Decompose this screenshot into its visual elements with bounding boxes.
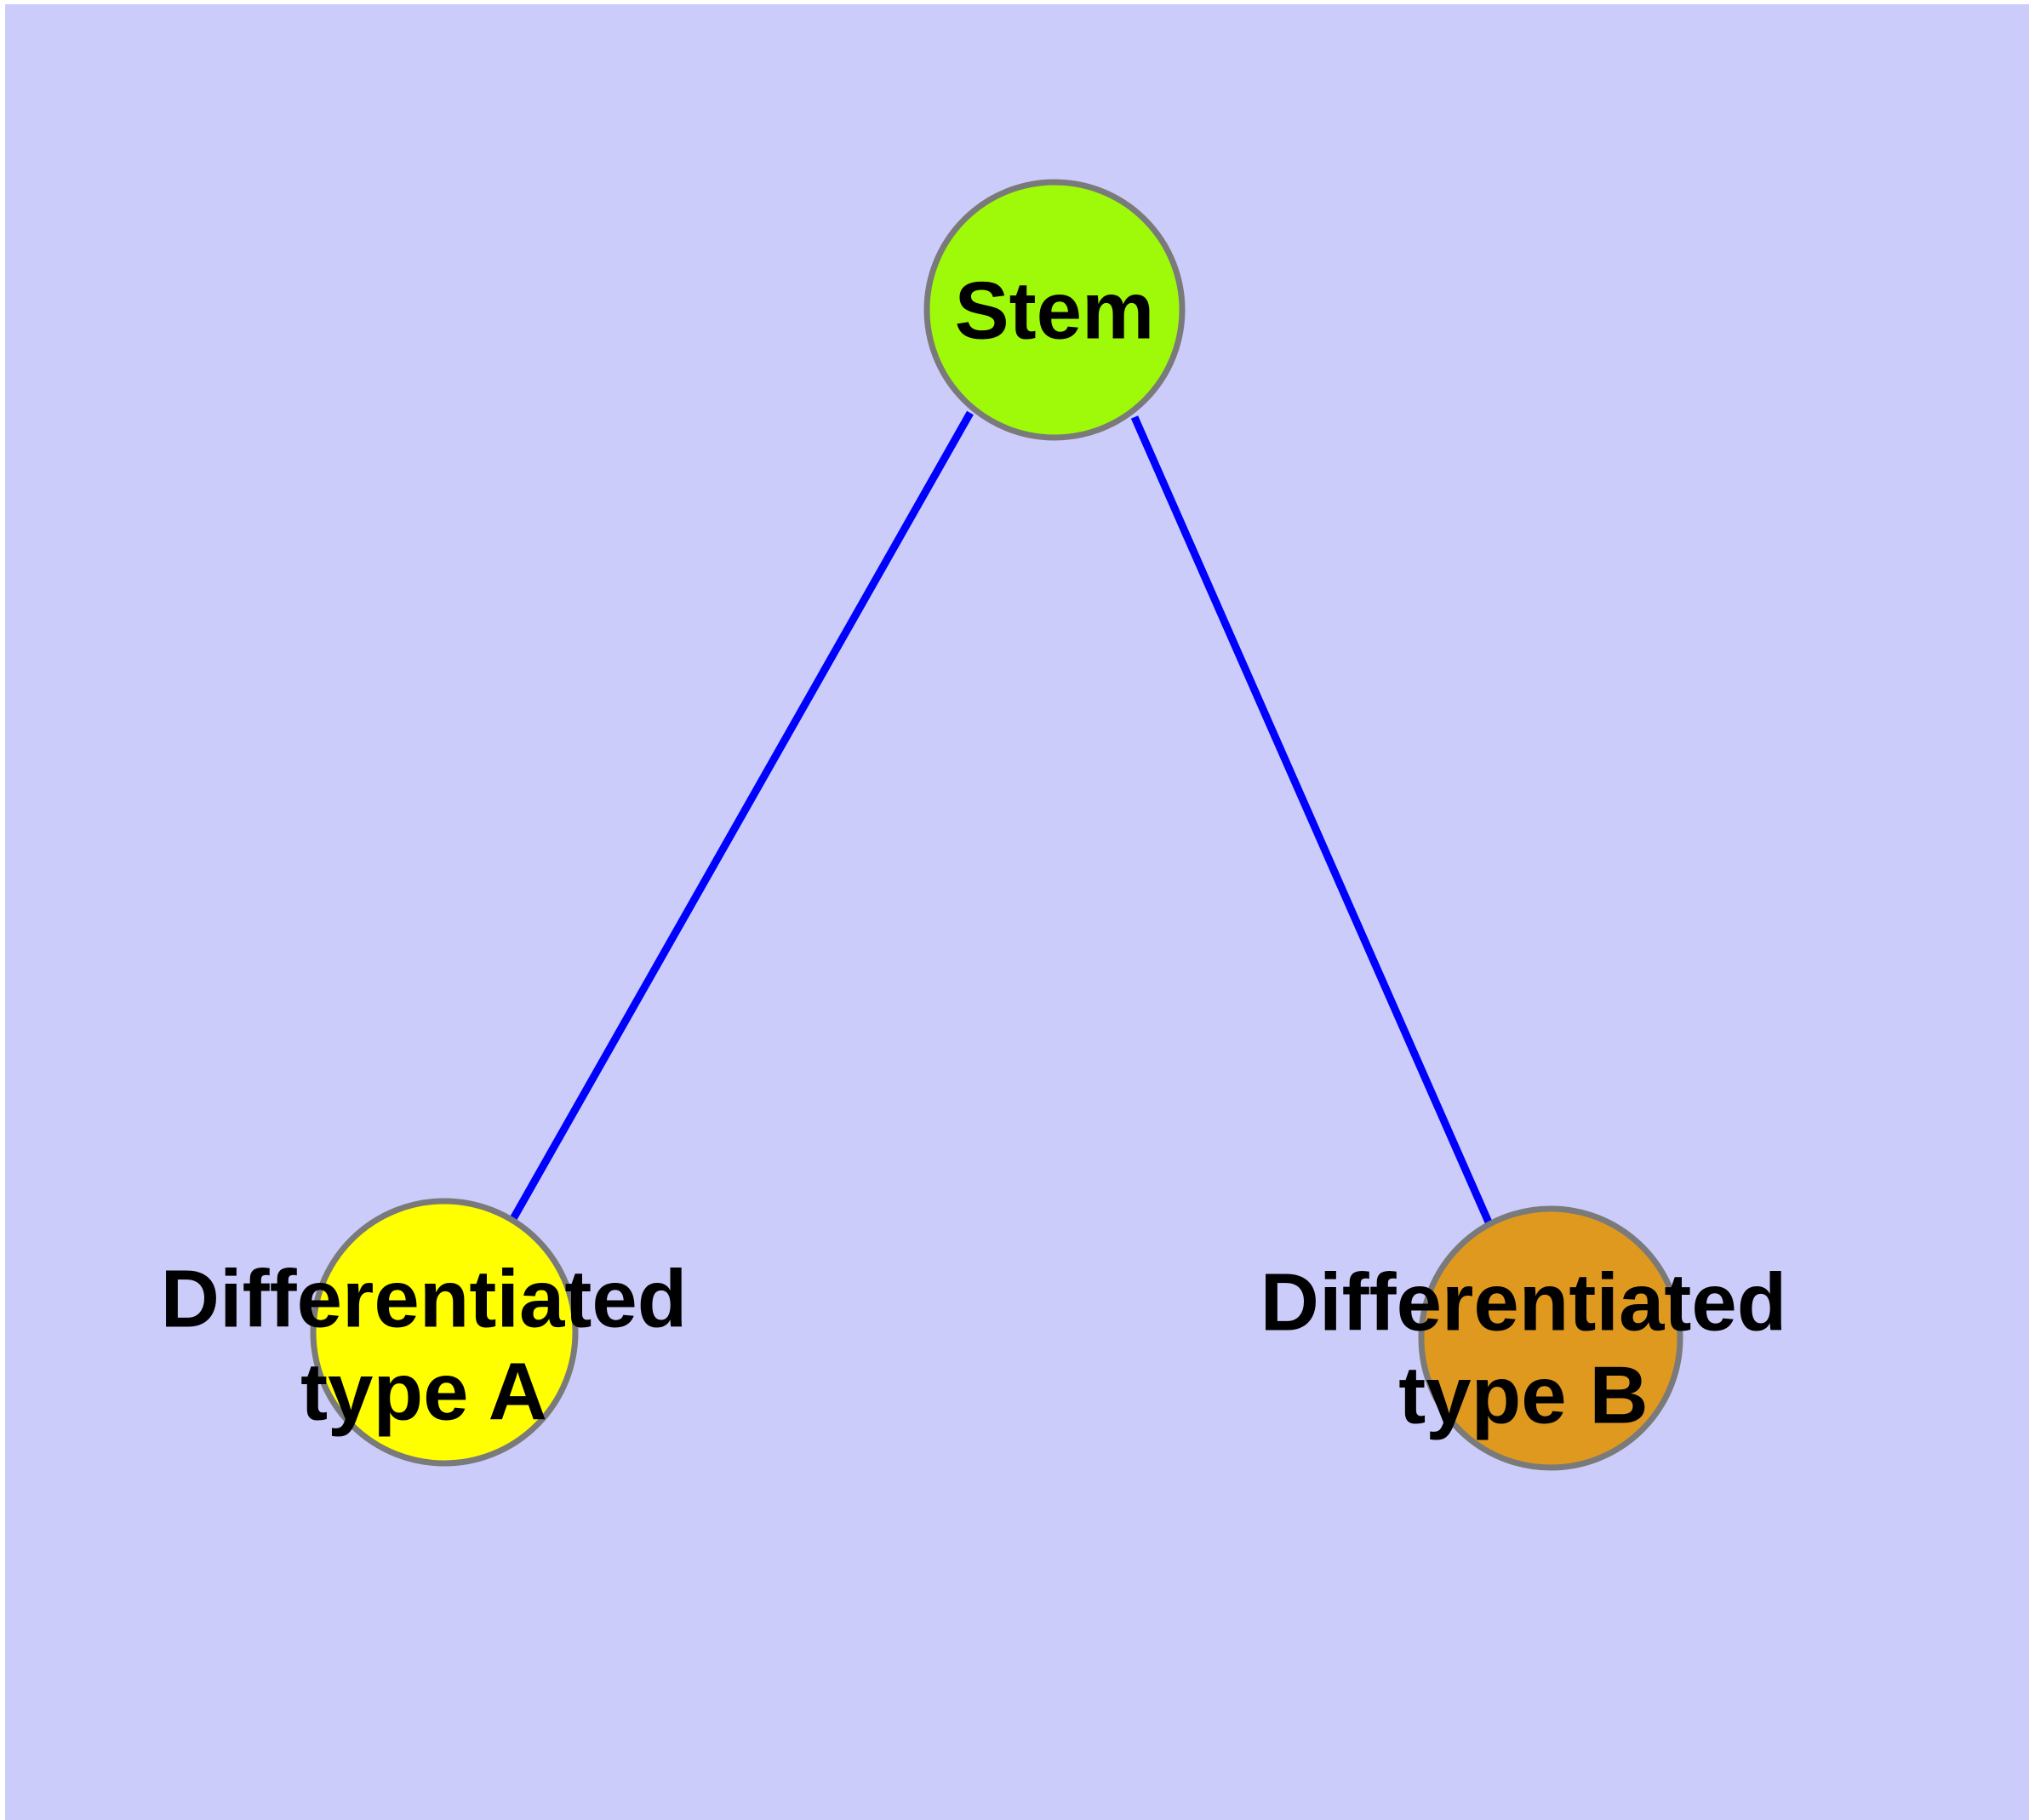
node-group xyxy=(310,179,1683,1471)
node-stem[interactable] xyxy=(923,179,1186,441)
edge-stem-to-differentiated-type-b[interactable] xyxy=(1130,415,1494,1226)
node-label-stem: Stem xyxy=(955,265,1155,356)
node-label-differentiated-type-a-line2: type A xyxy=(300,1346,547,1437)
node-label-differentiated-type-a-line1: Differentiated xyxy=(161,1253,688,1344)
node-label-differentiated-type-b-line2: type B xyxy=(1398,1349,1648,1440)
edge-stem-to-differentiated-type-a[interactable] xyxy=(507,410,974,1226)
edge-group xyxy=(507,410,1494,1226)
node-differentiated-type-a[interactable] xyxy=(310,1198,579,1467)
node-label-group: Stem Differentiated type A Differentiate… xyxy=(161,265,1787,1440)
node-differentiated-type-b[interactable] xyxy=(1418,1205,1683,1471)
node-label-differentiated-type-b-line1: Differentiated xyxy=(1260,1256,1787,1348)
